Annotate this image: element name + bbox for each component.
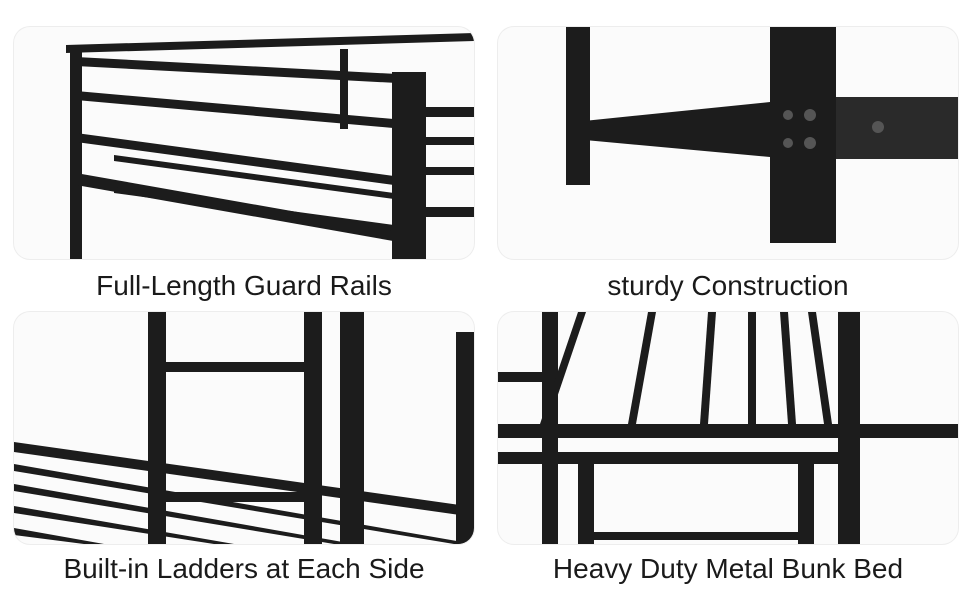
- ladders-image: [14, 312, 474, 544]
- caption-heavy-duty: Heavy Duty Metal Bunk Bed: [552, 553, 904, 584]
- construction-illustration: [566, 27, 958, 243]
- caption-sturdy-construction: sturdy Construction: [607, 270, 849, 301]
- heavy-duty-image: [498, 312, 958, 544]
- caption-built-in-ladders: Built-in Ladders at Each Side: [63, 553, 425, 584]
- guard-rails-image: [14, 27, 474, 259]
- heavy-duty-illustration: [498, 312, 958, 544]
- guard-rails-illustration: [66, 33, 474, 259]
- construction-image: [498, 27, 958, 259]
- ladders-illustration: [14, 312, 474, 544]
- caption-guard-rails: Full-Length Guard Rails: [96, 270, 392, 301]
